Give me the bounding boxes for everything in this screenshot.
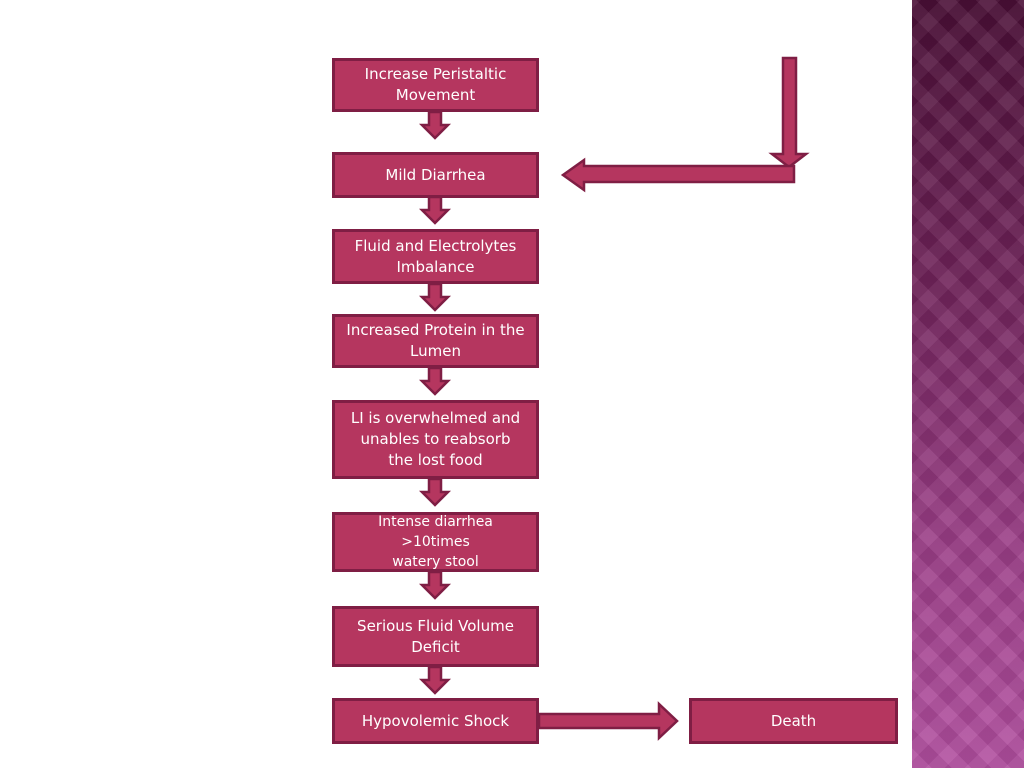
- arrow-down-2: [418, 195, 452, 225]
- node-li-overwhelmed: LI is overwhelmed and unables to reabsor…: [332, 400, 539, 479]
- node-label: Increase Peristaltic Movement: [364, 65, 507, 104]
- node-label: Fluid and Electrolytes Imbalance: [354, 236, 517, 276]
- arrow-down-7: [418, 665, 452, 695]
- node-label: Serious Fluid Volume Deficit: [357, 616, 514, 656]
- arrow-down-6: [418, 570, 452, 600]
- node-label: LI is overwhelmed and unables to reabsor…: [350, 409, 521, 469]
- node-death: Death: [689, 698, 898, 744]
- feedback-arrow-down: [768, 56, 810, 169]
- node-hypovolemic-shock: Hypovolemic Shock: [332, 698, 539, 744]
- node-mild-diarrhea: Mild Diarrhea: [332, 152, 539, 198]
- node-serious-fluid-volume-deficit: Serious Fluid Volume Deficit: [332, 606, 539, 667]
- diamond-pattern: [912, 0, 1024, 768]
- decorative-side-panel: [912, 0, 1024, 768]
- arrow-down-1: [418, 110, 452, 140]
- node-label: Mild Diarrhea: [385, 165, 486, 184]
- node-label: Hypovolemic Shock: [361, 711, 510, 730]
- arrow-right-death: [537, 701, 679, 741]
- arrow-down-5: [418, 477, 452, 507]
- node-increased-protein-lumen: Increased Protein in the Lumen: [332, 314, 539, 368]
- node-increase-peristaltic-movement: Increase Peristaltic Movement: [332, 58, 539, 112]
- feedback-arrow-left: [560, 157, 796, 193]
- arrow-down-4: [418, 366, 452, 396]
- node-intense-diarrhea: Intense diarrhea >10times watery stool: [332, 512, 539, 572]
- node-label: Increased Protein in the Lumen: [346, 321, 525, 360]
- node-fluid-electrolytes-imbalance: Fluid and Electrolytes Imbalance: [332, 229, 539, 284]
- node-label: Intense diarrhea >10times watery stool: [378, 514, 493, 570]
- node-label: Death: [770, 711, 817, 730]
- arrow-down-3: [418, 282, 452, 312]
